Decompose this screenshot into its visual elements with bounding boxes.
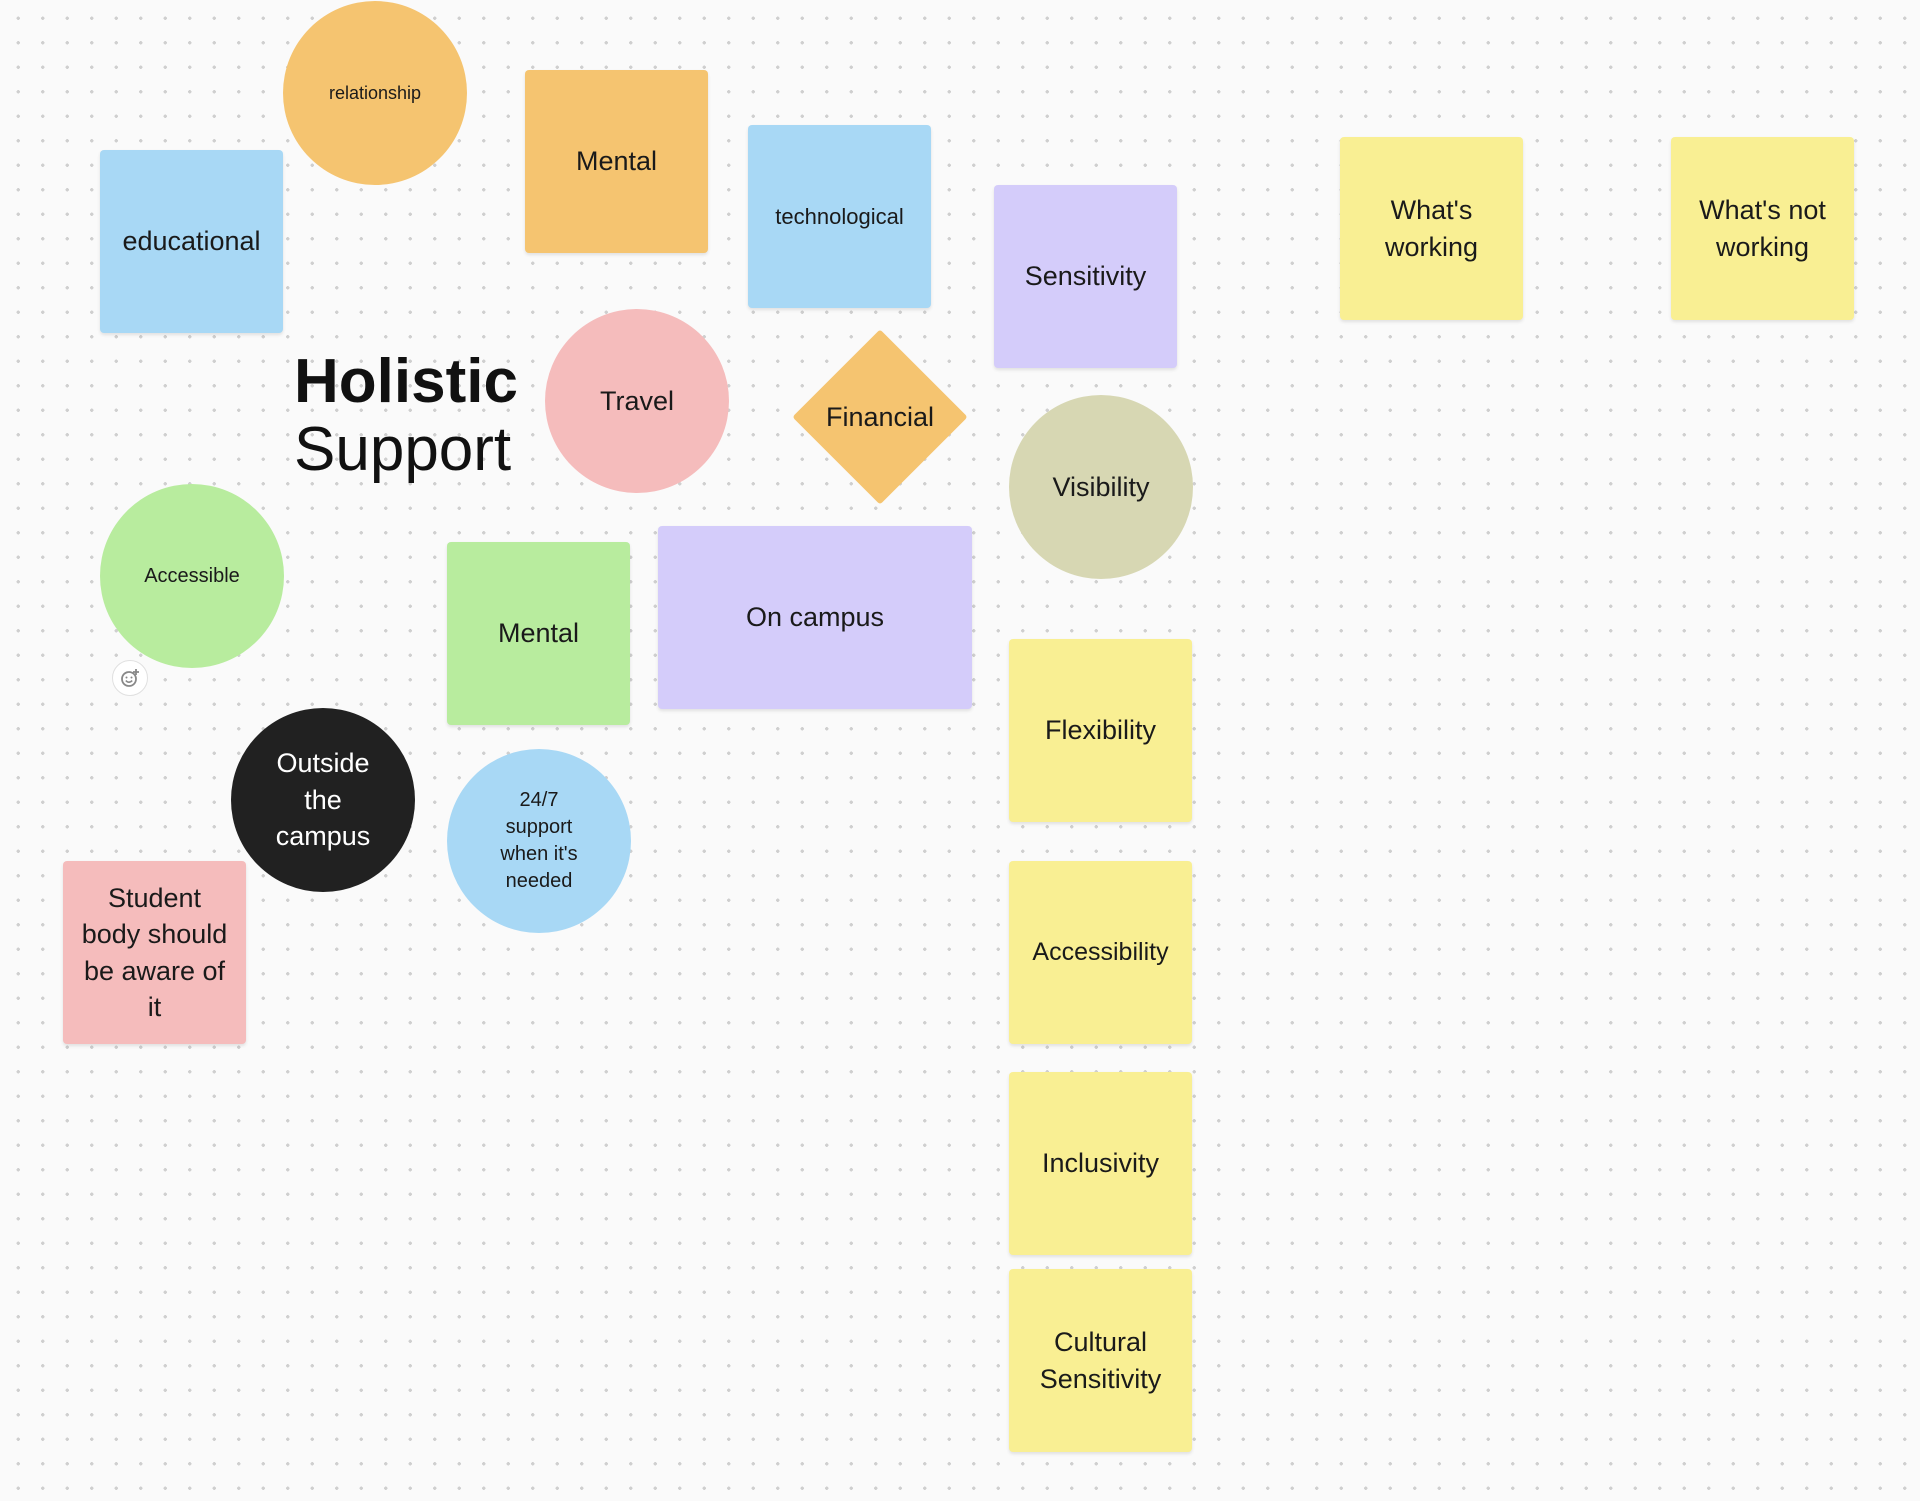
note-label: Accessible — [144, 564, 240, 587]
sticky-cultural-sensitivity[interactable]: Cultural Sensitivity — [1009, 1269, 1192, 1452]
note-label: Sensitivity — [1024, 261, 1147, 292]
sticky-whats-not-working[interactable]: What's not working — [1671, 137, 1854, 320]
sticky-flexibility[interactable]: Flexibility — [1009, 639, 1192, 822]
sticky-on-campus[interactable]: On campus — [658, 526, 972, 709]
circle-travel[interactable]: Travel — [545, 309, 729, 493]
board-title-line2: Support — [294, 415, 512, 485]
note-label: technological — [775, 203, 904, 229]
sticky-sensitivity[interactable]: Sensitivity — [994, 185, 1177, 368]
note-label: Travel — [599, 385, 674, 416]
note-label: What's not working — [1699, 195, 1826, 262]
note-label: relationship — [328, 82, 422, 103]
note-label: Student body should be aware of it — [81, 882, 228, 1022]
sticky-accessibility[interactable]: Accessibility — [1009, 861, 1192, 1044]
note-label: educational — [122, 226, 261, 257]
circle-outside-campus[interactable]: Outside the campus — [231, 708, 415, 892]
sticky-inclusivity[interactable]: Inclusivity — [1009, 1072, 1192, 1255]
note-label: What's working — [1384, 195, 1479, 262]
note-label: Outside the campus — [275, 748, 371, 852]
sticky-mental-green[interactable]: Mental — [447, 542, 630, 725]
sticky-student-body[interactable]: Student body should be aware of it — [63, 861, 246, 1044]
sticky-technological[interactable]: technological — [748, 125, 931, 308]
note-label: Flexibility — [1044, 715, 1157, 746]
sticky-whats-working[interactable]: What's working — [1340, 137, 1523, 320]
note-label: Mental — [575, 146, 658, 177]
note-label: Visibility — [1052, 471, 1150, 502]
circle-247-support[interactable]: 24/7 support when it's needed — [447, 749, 631, 933]
add-reaction-button[interactable] — [112, 660, 148, 696]
note-label: On campus — [745, 602, 885, 633]
add-reaction-icon — [121, 669, 139, 687]
diamond-financial[interactable]: Financial — [792, 329, 968, 505]
note-label: Accessibility — [1032, 937, 1169, 966]
circle-visibility[interactable]: Visibility — [1009, 395, 1193, 579]
note-label: Financial — [825, 401, 935, 432]
sticky-educational[interactable]: educational — [100, 150, 283, 333]
circle-accessible[interactable]: Accessible — [100, 484, 284, 668]
note-label: Mental — [497, 618, 580, 649]
board-title[interactable]: Holistic Support — [294, 347, 518, 485]
note-label: 24/7 support when it's needed — [500, 789, 578, 892]
circle-relationship[interactable]: relationship — [283, 1, 467, 185]
sticky-mental-orange[interactable]: Mental — [525, 70, 708, 253]
board-title-line1: Holistic — [294, 347, 518, 416]
note-label: Cultural Sensitivity — [1039, 1327, 1162, 1394]
note-label: Inclusivity — [1041, 1148, 1160, 1179]
